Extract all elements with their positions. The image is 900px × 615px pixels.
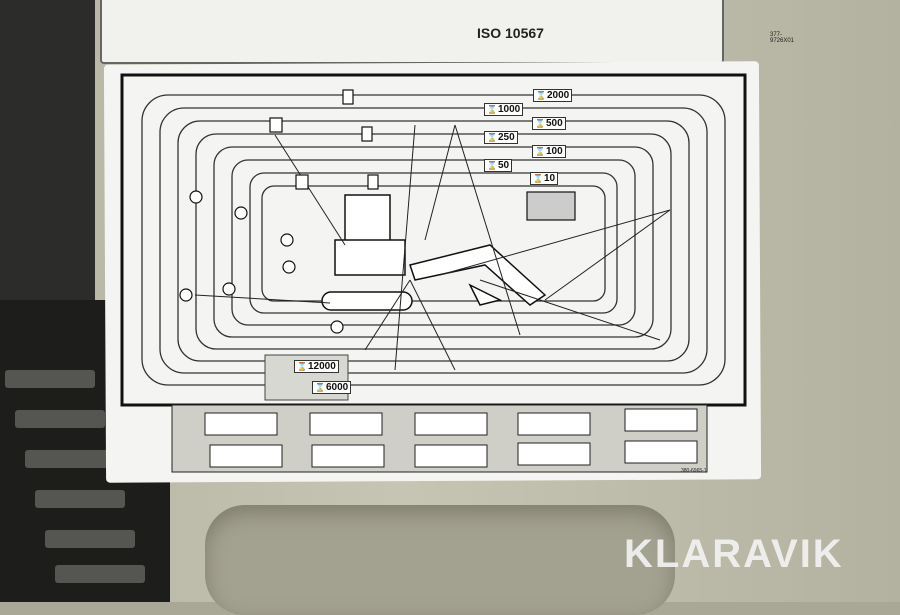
interval-2000: 2000 <box>533 89 573 102</box>
interval-6000: 6000 <box>312 381 352 394</box>
interval-250: 250 <box>484 131 518 144</box>
chart-part-number: 380-6965-1 <box>681 468 707 474</box>
interval-1000: 1000 <box>484 103 524 116</box>
interval-50: 50 <box>484 159 513 172</box>
iso-standard: ISO 10567 <box>477 25 544 41</box>
maintenance-diagram <box>120 73 747 473</box>
interval-12000: 12000 <box>294 360 339 373</box>
interval-10: 10 <box>530 172 559 185</box>
interval-100: 100 <box>532 145 566 158</box>
excavator-icon <box>321 194 547 311</box>
panel-recess <box>205 505 675 615</box>
interval-500: 500 <box>532 117 566 130</box>
label-part-number: 377-9726X01 <box>770 32 795 44</box>
watermark-logo: KLARAVIK <box>624 532 844 576</box>
